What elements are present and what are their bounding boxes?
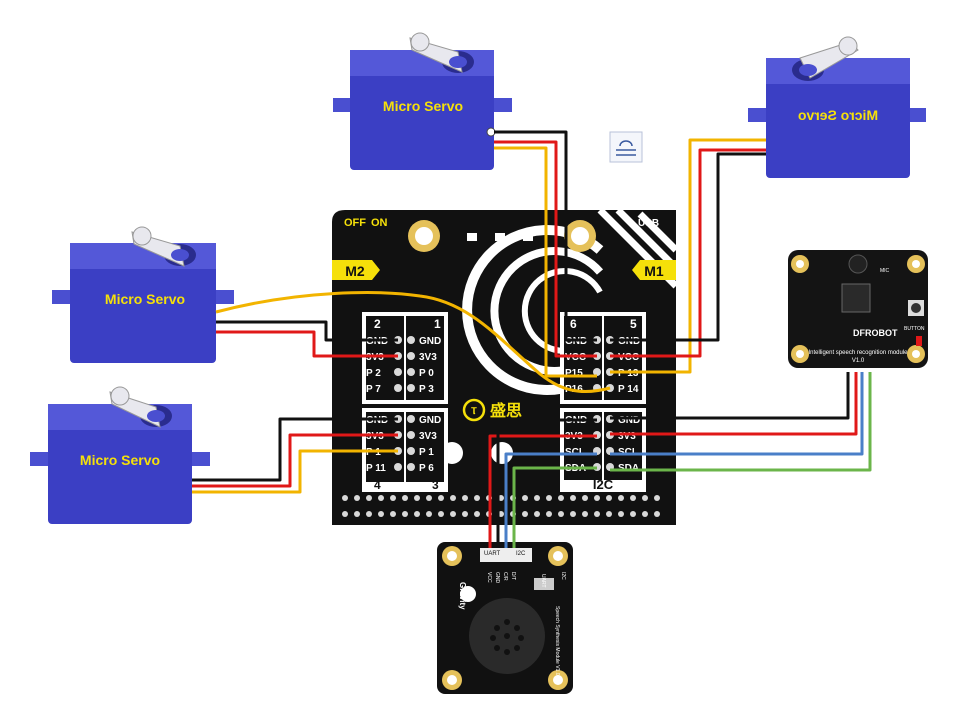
logo-text: 盛思 — [490, 401, 522, 420]
servo-left-lower-label: Micro Servo — [80, 452, 160, 468]
port-3-label: 3 — [432, 478, 439, 492]
servo-top: Micro Servo — [333, 32, 512, 170]
pin-label: GND — [419, 336, 441, 347]
svg-text:Ⲧ: Ⲧ — [471, 406, 478, 417]
port-6-label: 6 — [570, 317, 577, 331]
port-2-label: 2 — [374, 317, 381, 331]
pin-label: 3V3 — [419, 352, 437, 363]
port-1-label: 1 — [434, 317, 441, 331]
pin-label: P 11 — [366, 463, 386, 474]
servo-top-label: Micro Servo — [383, 98, 463, 114]
usb-label: USB — [638, 218, 659, 229]
pin-label: 3V3 — [419, 431, 437, 442]
pin-label: P 3 — [419, 384, 434, 395]
switch-off-label: OFF — [344, 217, 366, 229]
speech-synthesis-module: Gravity UART I2C VCC GND C/R D/T I2C UAR… — [437, 542, 573, 694]
pin-label: GND — [419, 415, 441, 426]
speech-module-title: Intelligent speech recognition module — [808, 350, 908, 356]
switch-uart-label: UART — [540, 574, 546, 588]
port-4-label: 4 — [374, 478, 381, 492]
i2c-board-label: I2C — [593, 477, 614, 492]
servo-left-upper-label: Micro Servo — [105, 291, 185, 307]
image-placeholder-icon — [609, 131, 643, 163]
synth-pin-label: GND — [494, 572, 500, 584]
servo-top-right: Micro Servo — [748, 36, 926, 178]
pin-label: P 2 — [366, 368, 381, 379]
dfrobot-brand: DFROBOT — [853, 328, 898, 338]
pin-label: P15 — [565, 368, 583, 379]
i2c-header-label: I2C — [516, 551, 526, 557]
synth-pin-label: C/R — [502, 572, 508, 581]
speech-module-version: V1.0 — [852, 358, 865, 364]
gravity-label: Gravity — [458, 582, 467, 610]
pin-label: GND — [618, 415, 640, 426]
pin-label: P 0 — [419, 368, 434, 379]
switch-on-label: ON — [371, 217, 388, 229]
synth-pin-label: VCC — [486, 572, 492, 583]
switch-i2c-label: I2C — [560, 572, 566, 580]
m1-label: M1 — [644, 263, 664, 279]
pin-label: P 1 — [419, 447, 434, 458]
wires — [192, 130, 872, 548]
speech-recognition-module: DFROBOT Intelligent speech recognition m… — [788, 250, 928, 368]
mic-label: MIC — [880, 268, 890, 274]
expansion-board: OFF ON USB M2 M1 Ⲧ 盛思 2 1 4 3 6 5 I2C — [332, 207, 679, 525]
pin-label: 3V3 — [618, 431, 636, 442]
port-5-label: 5 — [630, 317, 637, 331]
m2-label: M2 — [345, 263, 365, 279]
uart-header-label: UART — [484, 551, 501, 557]
pin-label: P 14 — [618, 384, 639, 395]
servo-left-upper: Micro Servo — [52, 226, 234, 363]
button-label: BUTTON — [904, 326, 925, 332]
synth-module-name: Speech Synthesis Module V1.0 — [554, 606, 560, 676]
pin-label: P 6 — [419, 463, 434, 474]
pin-label: P 7 — [366, 384, 381, 395]
synth-pin-label: D/T — [510, 572, 516, 580]
servo-left-lower: Micro Servo — [30, 386, 210, 524]
servo-top-right-label: Micro Servo — [798, 107, 878, 123]
